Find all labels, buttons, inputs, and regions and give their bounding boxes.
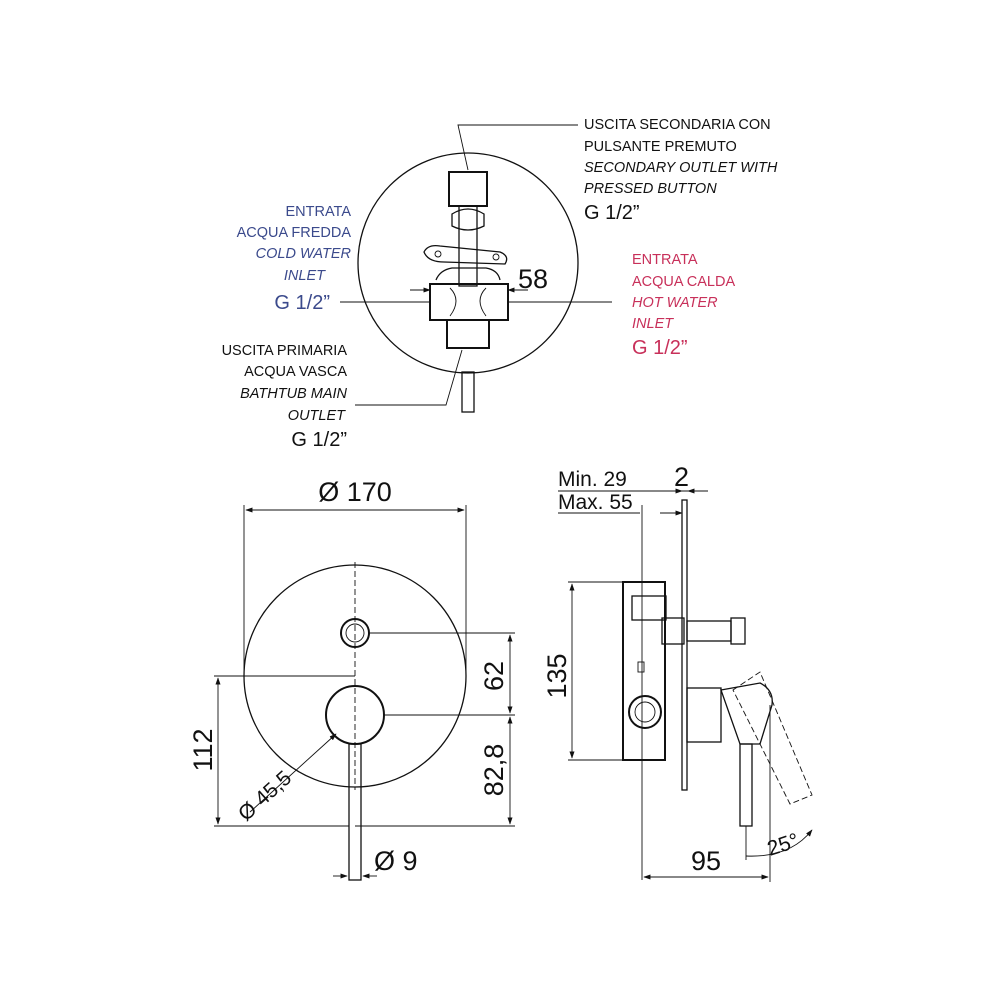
side-view: Min. 29 Max. 55 2 135 95 [542, 462, 813, 882]
body-waist [449, 287, 487, 317]
diverter-button-side [686, 620, 732, 642]
hot-inlet-label-4: INLET [632, 316, 674, 332]
top-view-plate-outline [357, 152, 579, 374]
dim-diameter-45-5: Ø 45,5 [234, 766, 296, 825]
dim-min-29: Min. 29 [558, 468, 627, 491]
dim-45-leader [249, 733, 337, 813]
front-view: Ø 170 62 82,8 112 Ø 45,5 Ø 9 [188, 477, 515, 881]
leader-primary-outlet [355, 349, 463, 406]
hub-side [686, 687, 722, 743]
hot-inlet-label-3: HOT WATER [632, 295, 718, 311]
dim-95: 95 [691, 846, 721, 876]
primary-outlet-label-4: OUTLET [288, 408, 346, 424]
lever-rod-side [739, 743, 753, 827]
cold-inlet-thread: G 1/2” [274, 292, 330, 314]
hot-inlet-label-1: ENTRATA [632, 252, 698, 268]
secondary-outlet-fitting [448, 171, 488, 207]
lever-hole-right [492, 253, 500, 261]
diverter-lever [423, 244, 508, 265]
secondary-outlet-label-3: SECONDARY OUTLET WITH [584, 160, 778, 176]
cold-inlet-label-1: ENTRATA [285, 204, 351, 220]
secondary-outlet-label-4: PRESSED BUTTON [584, 181, 717, 197]
hot-inlet-label-2: ACQUA CALDA [632, 274, 735, 290]
diverter-stem-side [661, 617, 685, 645]
dim-diameter-170: Ø 170 [318, 477, 392, 507]
cold-inlet-label-2: ACQUA FREDDA [237, 225, 352, 241]
leader-secondary-outlet [457, 124, 578, 171]
dim-82-8: 82,8 [479, 744, 509, 797]
dim-135: 135 [542, 653, 572, 698]
primary-outlet-fitting [446, 319, 490, 349]
diverter-cap-side [730, 617, 746, 645]
primary-outlet-label-2: ACQUA VASCA [244, 364, 347, 380]
stem-collar [451, 208, 485, 231]
angle-arc [745, 829, 813, 857]
body-small-slot [637, 661, 645, 673]
body-top-connector [631, 595, 667, 621]
cartridge-body [435, 267, 501, 281]
lever-rotated-ghost [732, 671, 813, 805]
cold-inlet-label-3: COLD WATER [256, 246, 352, 262]
primary-outlet-thread: G 1/2” [291, 429, 347, 451]
primary-outlet-label-1: USCITA PRIMARIA [222, 343, 348, 359]
dim-62: 62 [479, 661, 509, 691]
inlet-body [429, 283, 509, 321]
dim-112: 112 [188, 728, 218, 771]
valve-body-side [622, 581, 666, 761]
side-inlet-ring-inner [634, 701, 656, 723]
dim-plate-2: 2 [674, 462, 689, 492]
lever-side [720, 682, 773, 745]
diverter-button-inner [345, 623, 365, 643]
diverter-button [340, 618, 370, 648]
lever-hole-left [434, 250, 442, 258]
wall-plate-side [681, 499, 688, 791]
secondary-outlet-thread: G 1/2” [584, 202, 640, 224]
side-inlet-ring [628, 695, 662, 729]
top-view: 58 USCITA SECONDARIA CON PULSANTE PREMUT… [222, 117, 778, 451]
primary-outlet-label-3: BATHTUB MAIN [240, 386, 347, 402]
cold-inlet-label-4: INLET [284, 268, 326, 284]
lever-rod-top [461, 371, 475, 413]
stem-body [458, 205, 478, 287]
lever-handle [348, 743, 362, 881]
hot-inlet-thread: G 1/2” [632, 337, 688, 359]
dim-58: 58 [518, 264, 548, 294]
dim-max-55: Max. 55 [558, 491, 633, 514]
dim-diameter-9: Ø 9 [374, 846, 418, 876]
secondary-outlet-label-2: PULSANTE PREMUTO [584, 139, 737, 155]
secondary-outlet-label-1: USCITA SECONDARIA CON [584, 117, 771, 133]
